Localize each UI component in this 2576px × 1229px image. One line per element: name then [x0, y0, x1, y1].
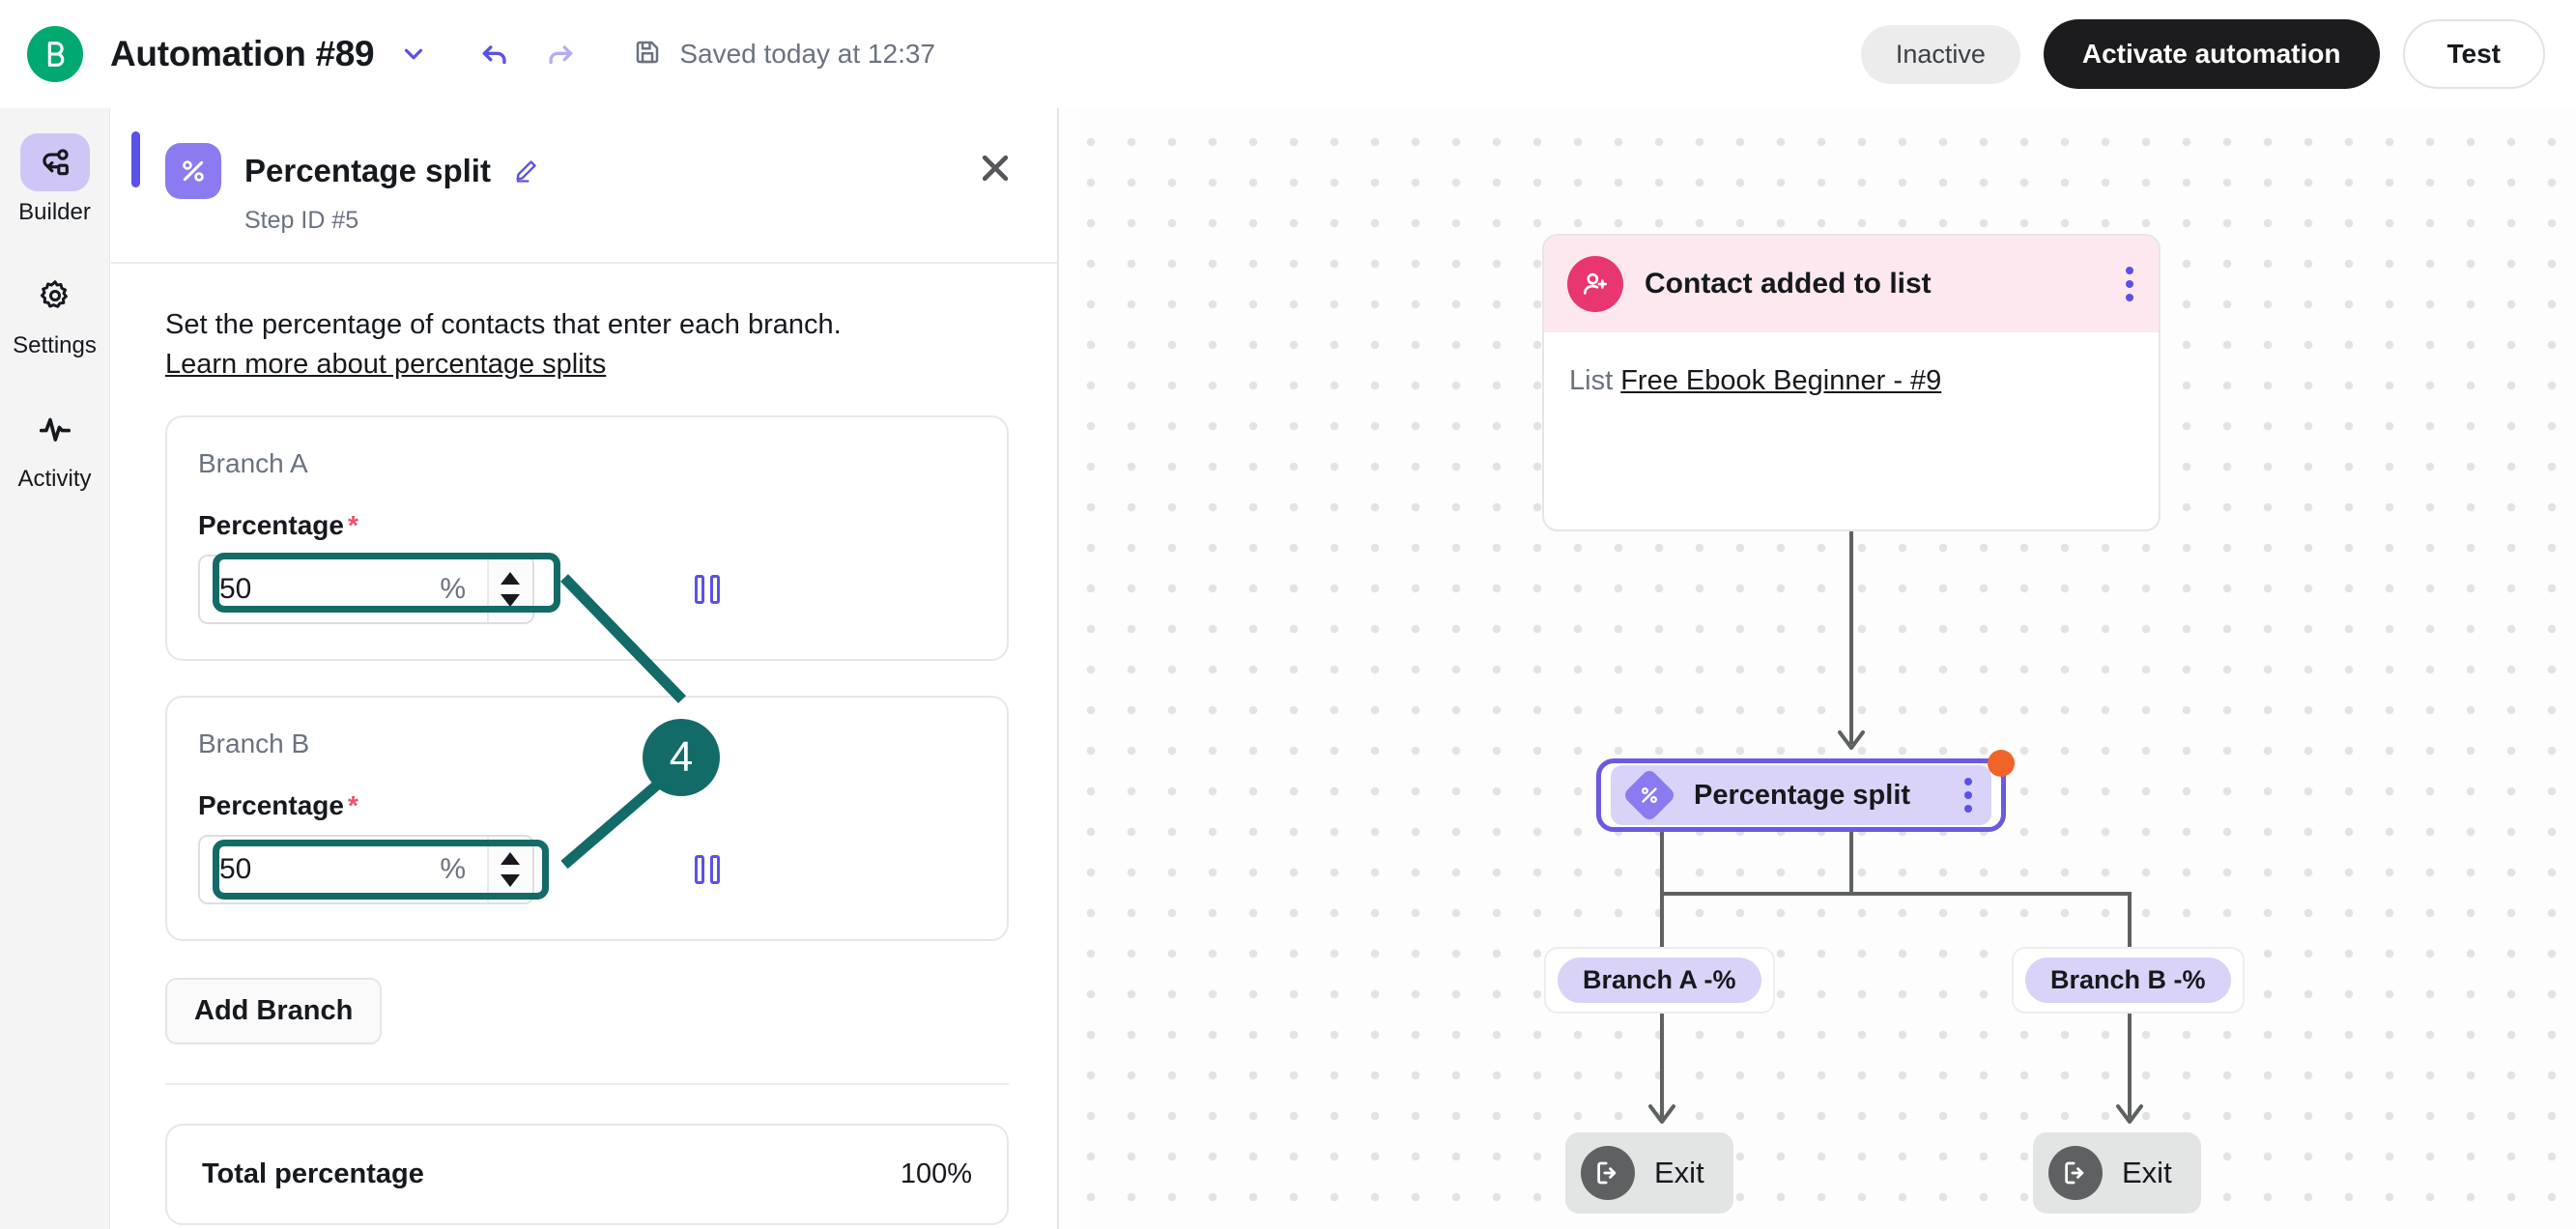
sidebar-item-activity[interactable]: Activity [0, 400, 109, 493]
floppy-disk-save-icon [633, 38, 662, 71]
top-bar-actions: Inactive Activate automation Test [1860, 19, 2545, 89]
required-asterisk: * [347, 510, 358, 541]
percentage-input-a[interactable]: 50 % [198, 555, 534, 625]
panel-header: Percentage split Step ID #5 [111, 108, 1057, 264]
branch-card: Branch A Percentage* 50 % [165, 415, 1009, 662]
two-columns-icon[interactable] [695, 855, 720, 885]
automation-title: Automation #89 [110, 34, 375, 73]
field-label-text: Percentage [198, 790, 344, 821]
more-vertical-icon[interactable] [2126, 267, 2133, 301]
gear-icon [20, 267, 90, 325]
quantity-stepper-a[interactable] [487, 557, 531, 623]
pencil-edit-icon[interactable] [512, 157, 539, 185]
branch-name-label: Branch A [198, 448, 308, 479]
saved-timestamp: Saved today at 12:37 [679, 39, 935, 69]
exit-node-a[interactable]: Exit [1565, 1132, 1733, 1214]
workflow-canvas[interactable]: Contact added to list List Free Ebook Be… [1059, 108, 2576, 1229]
unsaved-dot-indicator [1988, 750, 2015, 777]
exit-node-label: Exit [1654, 1156, 1704, 1189]
panel-description: Set the percentage of contacts that ente… [165, 309, 842, 340]
save-status: Saved today at 12:37 [633, 38, 935, 71]
percent-unit-label: % [440, 853, 466, 886]
field-label-text: Percentage [198, 510, 344, 541]
exit-node-label: Exit [2122, 1156, 2172, 1189]
branch-name-label: Branch B [198, 729, 310, 759]
branch-chip-b[interactable]: Branch B -% [2012, 947, 2245, 1014]
add-contact-icon [1567, 256, 1623, 312]
step-id-label: Step ID #5 [244, 207, 359, 234]
sidebar-item-label: Settings [13, 332, 97, 358]
trigger-field-label: List [1569, 365, 1614, 396]
activate-automation-button[interactable]: Activate automation [2043, 19, 2380, 89]
left-nav-rail: Builder Settings Activity [0, 108, 110, 1229]
add-branch-button[interactable]: Add Branch [165, 978, 383, 1045]
two-columns-icon[interactable] [695, 575, 720, 605]
panel-body: Set the percentage of contacts that ente… [111, 264, 1057, 1226]
trigger-node-contact-added[interactable]: Contact added to list List Free Ebook Be… [1542, 234, 2161, 531]
exit-node-b[interactable]: Exit [2033, 1132, 2201, 1214]
redo-arrow-icon[interactable] [544, 38, 577, 71]
step-node-percentage-split[interactable]: Percentage split [1596, 750, 2015, 832]
trigger-list-link[interactable]: Free Ebook Beginner - #9 [1620, 365, 1942, 396]
branch-card: Branch B Percentage* 50 % [165, 696, 1009, 942]
required-asterisk: * [347, 790, 358, 821]
stepper-down-icon[interactable] [501, 594, 520, 608]
section-divider [165, 1083, 1009, 1086]
total-percentage-label: Total percentage [202, 1158, 424, 1190]
percent-icon [165, 143, 221, 199]
stepper-up-icon[interactable] [501, 572, 520, 586]
exit-door-icon [1581, 1146, 1635, 1200]
percent-unit-label: % [440, 573, 466, 606]
brand-b-logo-icon[interactable] [27, 26, 83, 82]
undo-arrow-icon[interactable] [478, 38, 511, 71]
more-vertical-icon[interactable] [1964, 778, 1972, 813]
branch-chip-label: Branch A -% [1558, 957, 1761, 1003]
page-title: Percentage split [244, 153, 491, 188]
panel-drag-handle[interactable] [131, 131, 140, 187]
trigger-node-header: Contact added to list [1544, 236, 2159, 332]
pulse-activity-icon [20, 400, 90, 458]
sidebar-item-label: Builder [18, 199, 91, 225]
branch-chip-label: Branch B -% [2025, 957, 2231, 1003]
percent-diamond-icon [1621, 767, 1677, 823]
status-badge: Inactive [1860, 24, 2020, 84]
sidebar-item-builder[interactable]: Builder [0, 133, 109, 226]
total-percentage-card: Total percentage 100% [165, 1124, 1009, 1226]
learn-more-link[interactable]: Learn more about percentage splits [165, 349, 607, 381]
trigger-node-body: List Free Ebook Beginner - #9 [1544, 332, 2159, 430]
stepper-up-icon[interactable] [501, 852, 520, 866]
percentage-input-value[interactable]: 50 [219, 853, 252, 886]
percentage-input-b[interactable]: 50 % [198, 835, 534, 905]
step-node-label: Percentage split [1694, 779, 1911, 811]
percentage-field-label: Percentage* [198, 510, 972, 541]
percentage-field-label: Percentage* [198, 790, 972, 821]
close-x-icon[interactable] [976, 149, 1015, 187]
step-config-panel: Percentage split Step ID #5 Set the perc… [111, 108, 1059, 1229]
exit-door-icon [2048, 1146, 2103, 1200]
sidebar-item-settings[interactable]: Settings [0, 267, 109, 359]
stepper-down-icon[interactable] [501, 874, 520, 888]
chevron-down-icon[interactable] [399, 40, 428, 69]
branch-chip-a[interactable]: Branch A -% [1544, 947, 1775, 1014]
percentage-input-value[interactable]: 50 [219, 573, 252, 606]
trigger-node-title: Contact added to list [1645, 268, 1932, 300]
top-bar: Automation #89 [0, 0, 2576, 108]
quantity-stepper-b[interactable] [487, 837, 531, 903]
workflow-nodes-icon [19, 133, 90, 191]
sidebar-item-label: Activity [17, 466, 92, 492]
total-percentage-value: 100% [900, 1158, 972, 1190]
test-button[interactable]: Test [2402, 19, 2545, 89]
